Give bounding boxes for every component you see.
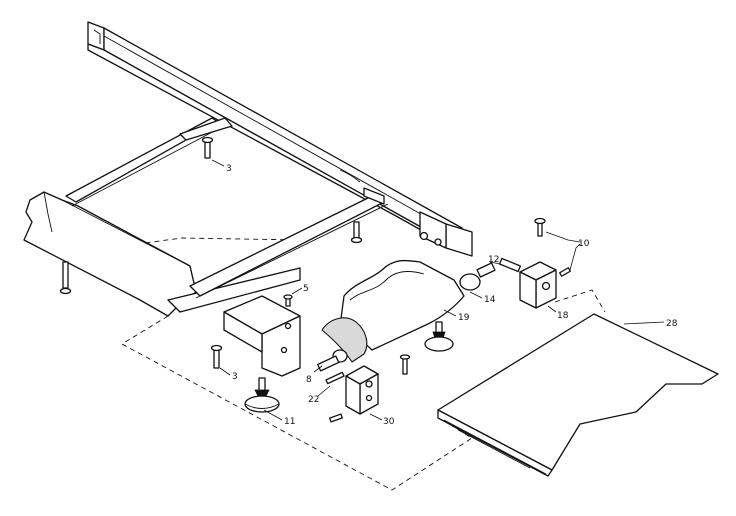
roller-assembly — [317, 259, 496, 372]
front-leg-bracket — [223, 295, 301, 377]
callout-30: 30 — [383, 417, 395, 427]
callout-22: 22 — [308, 395, 319, 405]
end-bracket-18 — [498, 257, 557, 309]
rear-frame-rail — [87, 21, 473, 257]
callout-11: 11 — [284, 417, 295, 427]
callout-12: 12 — [488, 255, 499, 265]
callout-19: 19 — [458, 313, 470, 323]
leveler-foot-front — [244, 377, 280, 413]
leveler-foot-rear — [424, 321, 454, 352]
assembly-boundary-dashed-right — [554, 289, 606, 313]
callout-18: 18 — [557, 311, 569, 321]
leader-lines — [211, 159, 665, 421]
screw-bolts — [59, 136, 571, 423]
callout-3-top: 3 — [226, 164, 232, 174]
callout-28: 28 — [666, 319, 678, 329]
shelf-panel — [437, 313, 719, 477]
callout-3-bottom: 3 — [232, 372, 238, 382]
callout-8: 8 — [306, 375, 312, 385]
cross-members — [65, 117, 389, 299]
callout-10: 10 — [578, 239, 590, 249]
callout-14: 14 — [484, 295, 496, 305]
end-bracket-30 — [345, 365, 379, 415]
callout-5: 5 — [303, 284, 309, 294]
callout-labels: 3 5 3 8 22 11 30 19 14 12 10 18 28 — [226, 164, 678, 427]
front-frame-rail — [23, 191, 301, 317]
